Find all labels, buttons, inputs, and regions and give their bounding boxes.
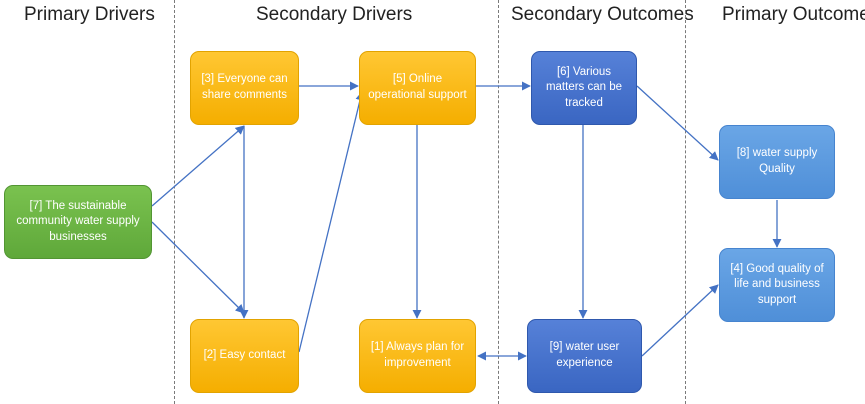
header-primary-outcomes: Primary Outcomes (722, 4, 865, 25)
arrow-7-to-3 (151, 125, 245, 207)
node-5-online-support: [5] Online operational support (359, 51, 476, 125)
node-2-easy-contact: [2] Easy contact (190, 319, 299, 393)
node-8-water-supply-quality: [8] water supply Quality (719, 125, 835, 199)
node-3-share-comments: [3] Everyone can share comments (190, 51, 299, 125)
node-6-matters-tracked: [6] Various matters can be tracked (531, 51, 637, 125)
node-9-water-user-experience: [9] water user experience (527, 319, 642, 393)
divider-1 (174, 0, 175, 404)
node-4-quality-of-life: [4] Good quality of life and business su… (719, 248, 835, 322)
node-7-sustainable-businesses: [7] The sustainable community water supp… (4, 185, 152, 259)
divider-2 (498, 0, 499, 404)
arrow-2-to-5 (298, 91, 365, 353)
header-secondary-drivers: Secondary Drivers (256, 4, 413, 25)
arrow-7-to-2 (151, 221, 245, 314)
arrow-6-to-8 (636, 85, 719, 161)
header-secondary-outcomes: Secondary Outcomes (511, 4, 694, 25)
node-1-plan-improvement: [1] Always plan for improvement (359, 319, 476, 393)
arrow-9-to-4 (641, 284, 719, 357)
header-primary-drivers: Primary Drivers (24, 4, 155, 25)
divider-3 (685, 0, 686, 404)
